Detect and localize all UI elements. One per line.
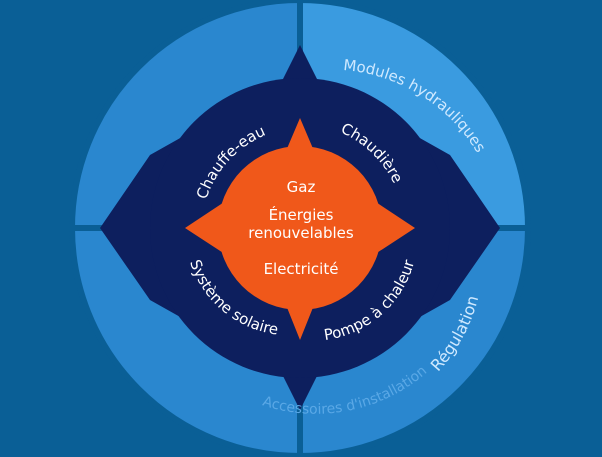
core-disc: [218, 146, 382, 310]
core-label-electricite: Electricité: [264, 260, 339, 278]
core-label-energies: Énergies: [269, 205, 334, 224]
core-label-renouvelables: renouvelables: [248, 224, 354, 242]
core-label-gaz: Gaz: [287, 178, 316, 196]
